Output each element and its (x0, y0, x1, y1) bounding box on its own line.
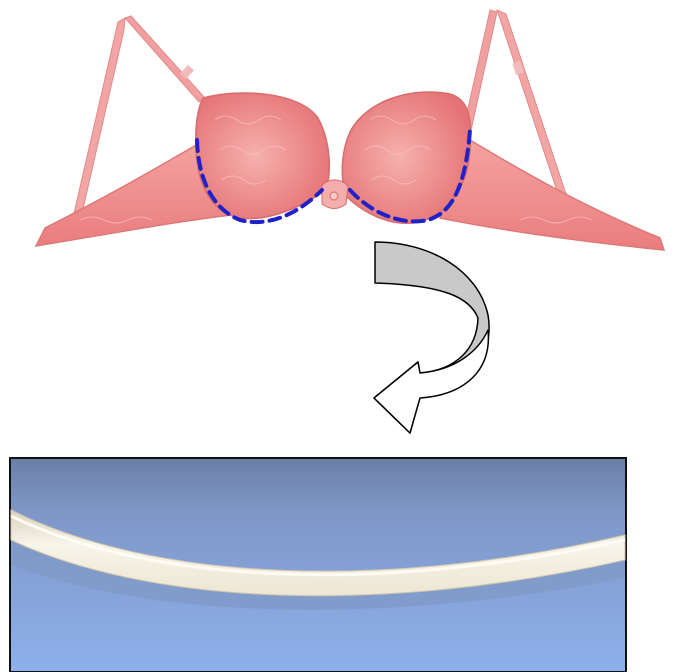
underwire-closeup (0, 0, 677, 672)
diagram-canvas (0, 0, 677, 672)
